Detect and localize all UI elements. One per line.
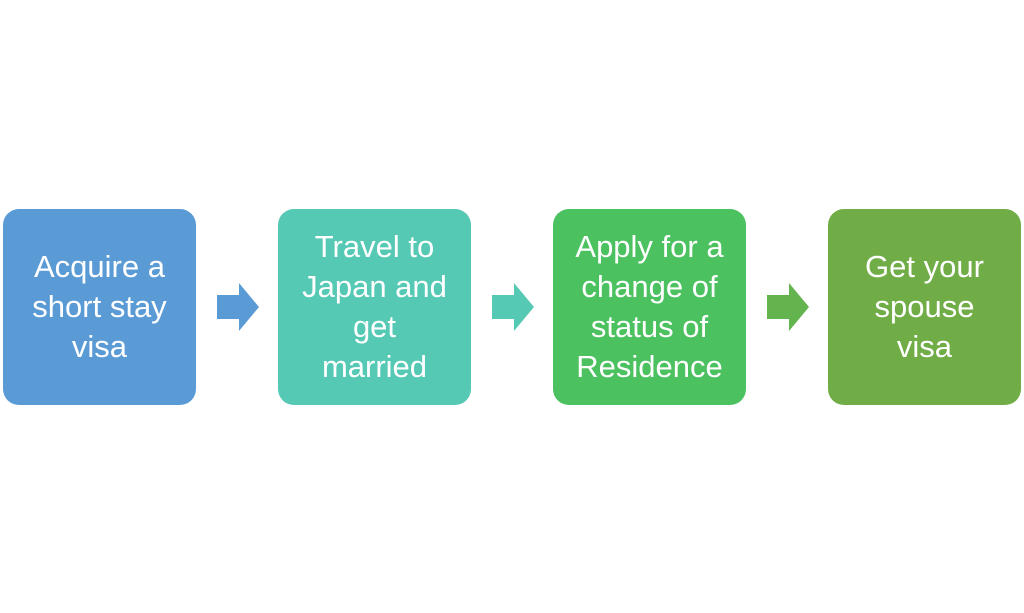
step-label: Get your spouse visa xyxy=(865,249,984,364)
arrow-right-shape xyxy=(217,283,259,331)
step-label: Acquire a short stay visa xyxy=(32,249,167,364)
arrow-right-icon xyxy=(767,283,809,331)
step-apply-status-change: Apply for a change of status of Residenc… xyxy=(553,209,746,405)
step-label: Travel to Japan and get married xyxy=(302,229,447,384)
step-get-spouse-visa: Get your spouse visa xyxy=(828,209,1021,405)
step-travel-and-marry: Travel to Japan and get married xyxy=(278,209,471,405)
arrow-right-icon xyxy=(217,283,259,331)
step-acquire-visa: Acquire a short stay visa xyxy=(3,209,196,405)
step-label: Apply for a change of status of Residenc… xyxy=(575,229,724,384)
arrow-right-icon xyxy=(492,283,534,331)
arrow-right-shape xyxy=(492,283,534,331)
arrow-right-shape xyxy=(767,283,809,331)
